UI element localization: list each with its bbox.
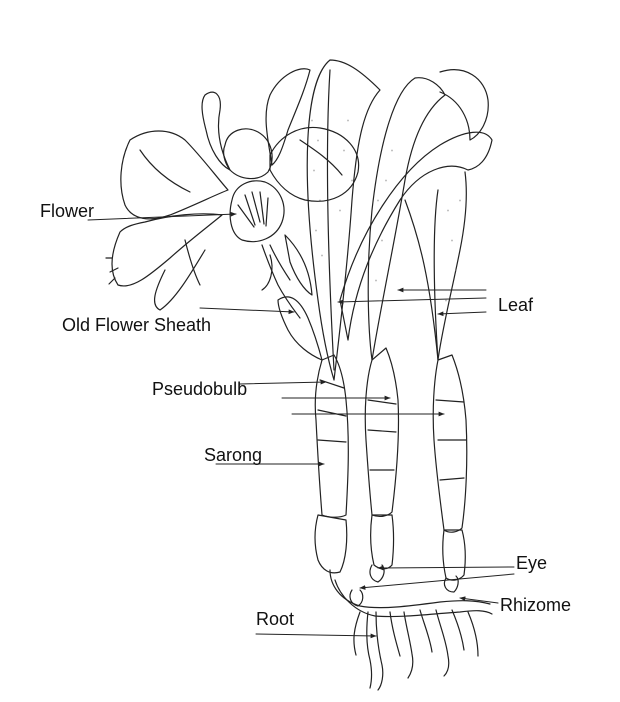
pseudobulb-left [314, 354, 349, 518]
eyes [369, 564, 459, 593]
label-leaf: Leaf [498, 295, 534, 315]
label-pseudobulb: Pseudobulb [152, 379, 248, 399]
pointer-lines [87, 211, 515, 639]
flower [105, 68, 360, 319]
leaf-middle [367, 69, 489, 361]
label-rhizome: Rhizome [500, 595, 572, 615]
old-flower-sheath [277, 296, 323, 361]
leaf-left [306, 59, 381, 381]
label-old-flower-sheath: Old Flower Sheath [62, 315, 212, 335]
leaf-stipple [311, 119, 461, 302]
rhizome [329, 569, 493, 618]
roots [353, 609, 479, 691]
pseudobulb-middle [364, 347, 400, 518]
label-flower: Flower [40, 201, 95, 221]
leaf-right [339, 131, 493, 361]
label-root: Root [256, 609, 295, 629]
label-eye: Eye [516, 553, 548, 573]
pseudobulb-right [432, 354, 468, 533]
label-sarong: Sarong [204, 445, 263, 465]
